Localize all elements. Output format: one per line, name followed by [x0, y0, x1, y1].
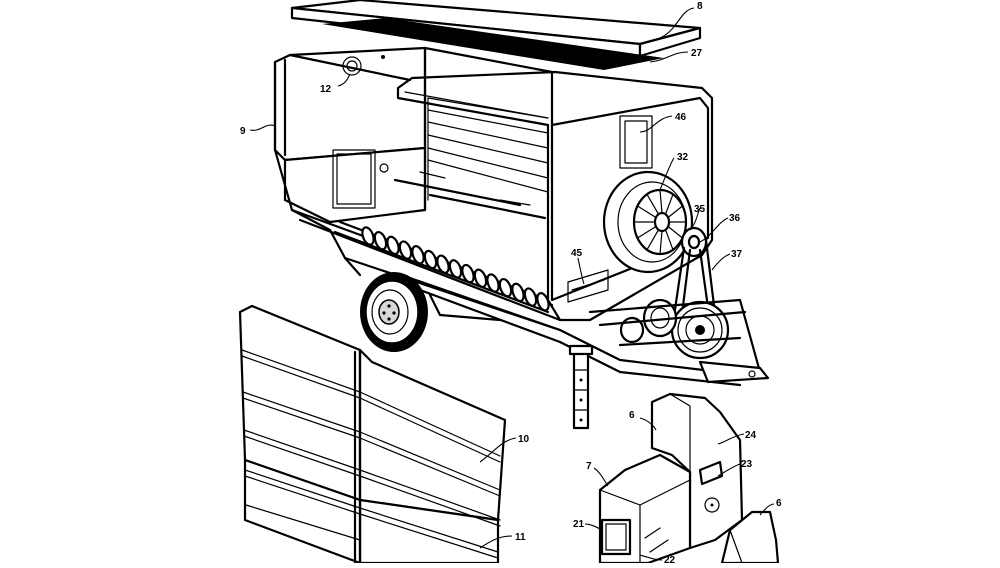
leader-lines — [249, 7, 775, 561]
auger-flight — [523, 287, 538, 307]
chassis — [343, 256, 770, 430]
blower-spoke — [646, 229, 660, 251]
auger-flight — [498, 277, 513, 298]
auger-flight — [511, 282, 525, 303]
blower-housing — [598, 392, 744, 565]
blower-spoke — [636, 225, 657, 239]
blower-spoke — [667, 225, 684, 239]
callout-37-drive: 37 — [731, 249, 743, 260]
auger-flight — [373, 230, 388, 251]
callout-35-pulley: 35 — [694, 204, 706, 215]
callout-46-window: 46 — [675, 112, 687, 123]
side-panels — [238, 304, 507, 565]
callout-7: 7 — [586, 461, 592, 472]
callout-6-housing: 6 — [629, 410, 635, 421]
callout-23: 23 — [741, 459, 753, 470]
blower-spoke — [667, 205, 684, 219]
callout-45-opening: 45 — [571, 248, 583, 259]
callout-6-chute: 6 — [776, 498, 782, 509]
auger-flight — [411, 245, 425, 265]
trailer-wheel — [360, 272, 428, 352]
callout-8-roof: 8 — [697, 1, 703, 12]
blower-spoke — [664, 229, 674, 251]
callout-21: 21 — [573, 519, 585, 530]
auger-flight — [423, 249, 438, 270]
belt-drive — [619, 226, 730, 360]
floor-auger — [333, 220, 550, 314]
auger-flight — [361, 226, 375, 246]
callout-11-panel: 11 — [515, 532, 526, 543]
auger-flight — [386, 235, 400, 256]
callout-36-belt: 36 — [729, 213, 741, 224]
blower-spoke — [636, 205, 657, 219]
callout-12-port: 12 — [320, 84, 332, 95]
auger-flight — [536, 292, 550, 312]
callout-27-seal: 27 — [691, 48, 703, 59]
blower-wheel — [602, 170, 694, 274]
blower-spoke — [659, 230, 663, 255]
auger-flight — [448, 259, 463, 279]
callout-32-blower: 32 — [677, 152, 689, 163]
auger-flight — [461, 263, 475, 284]
blower-spoke — [664, 193, 674, 215]
auger-flight — [473, 268, 488, 289]
auger-flight — [436, 254, 450, 274]
roof-seal — [322, 18, 664, 70]
callout-labels: 8 27 12 9 46 32 35 36 37 45 10 11 6 24 7… — [240, 1, 782, 566]
auger-flight — [398, 240, 413, 260]
callout-9-body: 9 — [240, 126, 246, 137]
auger-flight — [486, 273, 500, 293]
callout-10-panel: 10 — [518, 434, 530, 445]
callout-24: 24 — [745, 430, 757, 441]
callout-22: 22 — [664, 555, 676, 563]
blower-spoke — [659, 189, 663, 214]
blower-spoke — [646, 193, 660, 215]
